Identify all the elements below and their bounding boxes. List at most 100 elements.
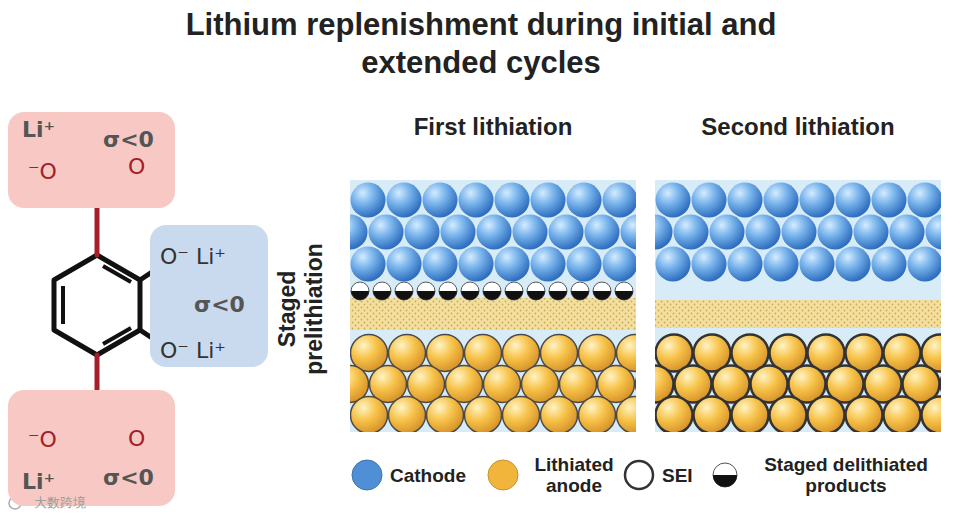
chem-label: σ<0 <box>103 127 154 153</box>
benzene-ring <box>54 255 140 355</box>
chem-label: σ<0 <box>194 292 245 318</box>
particle <box>746 215 781 250</box>
first-lithiation-panel <box>313 180 673 434</box>
particle <box>764 247 799 282</box>
delithiated-product-half <box>417 291 435 300</box>
chem-label: Li⁺ <box>22 469 55 495</box>
particle <box>603 183 637 218</box>
second-lithiation-panel <box>618 180 962 434</box>
legend-item: Lithiated anode <box>486 452 622 498</box>
delithiated-product <box>505 282 523 300</box>
delithiated-product <box>461 282 479 300</box>
particle <box>846 397 883 433</box>
chem-label: O⁻ Li⁺ <box>160 338 226 364</box>
delithiated-product-half <box>461 291 479 300</box>
particle <box>531 247 566 282</box>
particle <box>579 397 616 433</box>
particle <box>836 183 871 218</box>
particle <box>922 397 942 433</box>
legend-swatch-circle <box>488 460 518 490</box>
chem-label: O⁻ Li⁺ <box>160 244 226 270</box>
particle <box>531 183 566 218</box>
particle <box>692 247 727 282</box>
particle <box>567 247 602 282</box>
chem-label: ⁻O <box>28 427 57 453</box>
delithiated-product <box>571 282 589 300</box>
axis-label: Staged prelithiation <box>274 234 328 384</box>
delithiated-product-half <box>571 291 589 300</box>
particle <box>694 397 731 433</box>
delithiated-product <box>615 282 633 300</box>
delithiated-product-half <box>351 291 369 300</box>
group-region: O⁻ Li⁺ σ<0 O⁻ Li⁺ <box>150 225 268 367</box>
delithiated-product-half <box>505 291 523 300</box>
particle <box>764 183 799 218</box>
particle <box>908 247 942 282</box>
particle <box>427 397 464 433</box>
panel: Second lithiation <box>650 112 946 438</box>
delithiated-product <box>373 282 391 300</box>
particle <box>770 397 807 433</box>
legend-swatch <box>622 458 656 492</box>
legend-item: SEI <box>622 452 693 498</box>
legend-half-dot <box>713 463 737 487</box>
particle <box>728 183 763 218</box>
particle <box>617 397 637 433</box>
particle <box>674 215 709 250</box>
delithiated-product <box>417 282 435 300</box>
delithiated-product-half <box>483 291 501 300</box>
chem-label: ⁻O <box>28 159 57 185</box>
delithiated-product <box>483 282 501 300</box>
particle <box>351 183 386 218</box>
particle <box>477 215 512 250</box>
particle <box>800 247 835 282</box>
group-region: ⁻OOLi⁺σ<0 <box>8 390 175 506</box>
delithiated-product <box>351 282 369 300</box>
delithiated-product <box>527 282 545 300</box>
delithiated-product-half <box>593 291 611 300</box>
legend-swatch <box>486 458 520 492</box>
particle <box>692 183 727 218</box>
particle <box>405 215 440 250</box>
particle <box>603 247 637 282</box>
particle <box>621 215 637 250</box>
particle <box>800 183 835 218</box>
particle <box>495 247 530 282</box>
particle <box>884 397 921 433</box>
particle <box>351 247 386 282</box>
particle <box>656 247 691 282</box>
chem-label: Li⁺ <box>22 117 55 143</box>
delithiated-product-half <box>439 291 457 300</box>
particle <box>459 247 494 282</box>
particle <box>495 183 530 218</box>
particle <box>782 215 817 250</box>
delithiated-product-half <box>549 291 567 300</box>
legend-ring <box>625 461 653 489</box>
delithiated-product-half <box>615 291 633 300</box>
particle <box>350 215 368 250</box>
delithiated-product <box>549 282 567 300</box>
particle <box>872 183 907 218</box>
particle <box>926 215 942 250</box>
particle <box>513 215 548 250</box>
delithiated-product-half <box>527 291 545 300</box>
particle <box>423 247 458 282</box>
panel-heading: First lithiation <box>345 112 641 142</box>
particle <box>890 215 925 250</box>
delithiated-product-half <box>395 291 413 300</box>
legend-half-dot-fill <box>713 475 737 487</box>
particle <box>389 397 426 433</box>
particle <box>908 183 942 218</box>
group-region: Li⁺σ<0⁻OO <box>8 112 175 208</box>
particle <box>854 215 889 250</box>
title: Lithium replenishment during initial and… <box>131 6 831 82</box>
particle <box>387 247 422 282</box>
particle <box>351 397 388 433</box>
legend-label: Cathode <box>390 465 466 486</box>
particle <box>585 215 620 250</box>
chem-label: σ<0 <box>103 465 154 491</box>
particle <box>465 397 502 433</box>
particle <box>818 215 853 250</box>
legend-item: Staged delithiated products <box>708 452 944 498</box>
legend-item: Cathode <box>350 452 466 498</box>
